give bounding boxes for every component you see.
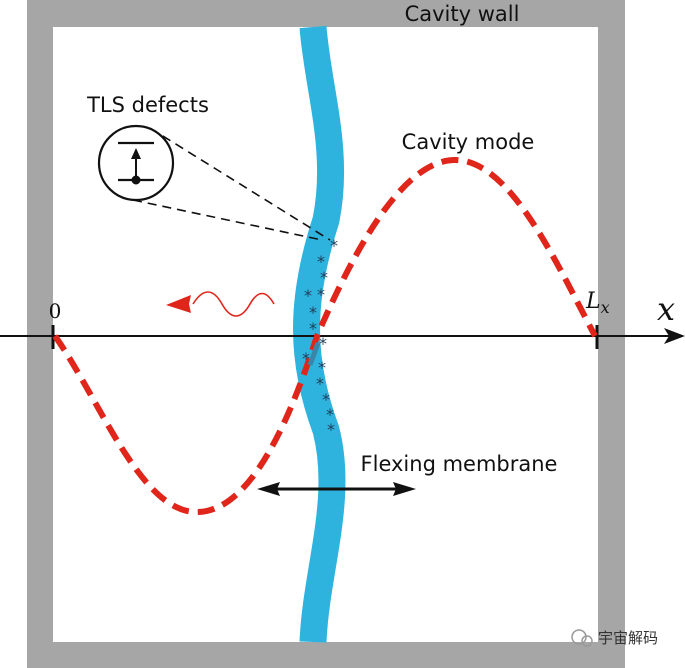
x-axis-arrowhead (664, 328, 685, 344)
watermark-text: 宇宙解码 (598, 629, 658, 647)
defect-star: * (322, 390, 330, 409)
length-label-main: L (585, 289, 601, 314)
tls-state-dot (131, 175, 141, 185)
wechat-icon-small (581, 635, 593, 647)
cavity-wall-left (27, 0, 53, 668)
tls-transition-arrowhead (131, 148, 141, 159)
cavity-wall-right (598, 0, 625, 668)
defect-star: * (309, 319, 317, 338)
cavity-mode-wave (52, 156, 598, 516)
membrane-center-mark (307, 342, 321, 366)
flexing-membrane (293, 25, 346, 643)
defect-star: * (302, 349, 310, 368)
defect-star: * (318, 358, 326, 377)
defect-star: * (309, 303, 317, 322)
defect-star: * (317, 285, 325, 304)
cavity-wall-bottom (27, 642, 625, 668)
defect-star: * (327, 420, 335, 439)
defect-star: * (320, 268, 328, 287)
defect-star: * (317, 252, 325, 271)
flexing-membrane-label: Flexing membrane (361, 452, 558, 476)
defect-star: * (330, 236, 338, 255)
cavity-wall-label: Cavity wall (405, 2, 520, 26)
watermark: 宇宙解码 (571, 629, 658, 647)
tls-zoom-line-lower (132, 199, 323, 241)
defect-star: * (326, 405, 334, 424)
origin-label: 0 (49, 299, 62, 323)
defect-star: * (319, 334, 327, 353)
defect-star: * (304, 286, 312, 305)
photon-wavy-line (192, 291, 275, 317)
length-label: Lx (585, 289, 610, 317)
tls-zoom-line-upper (149, 127, 331, 241)
cavity-wall-top (27, 0, 625, 27)
flex-arrow-right-head (393, 482, 416, 496)
wechat-icon (571, 629, 587, 645)
defect-star: * (316, 374, 324, 393)
tls-defects: * * * * * * * * * * * * * * (302, 236, 338, 439)
axis-label: x (657, 290, 675, 328)
flex-arrow-left-head (257, 482, 280, 496)
length-label-subscript: x (601, 298, 610, 317)
photon-arrowhead (166, 295, 191, 313)
tls-defects-label: TLS defects (86, 93, 209, 117)
cavity-mode-label: Cavity mode (402, 130, 535, 154)
